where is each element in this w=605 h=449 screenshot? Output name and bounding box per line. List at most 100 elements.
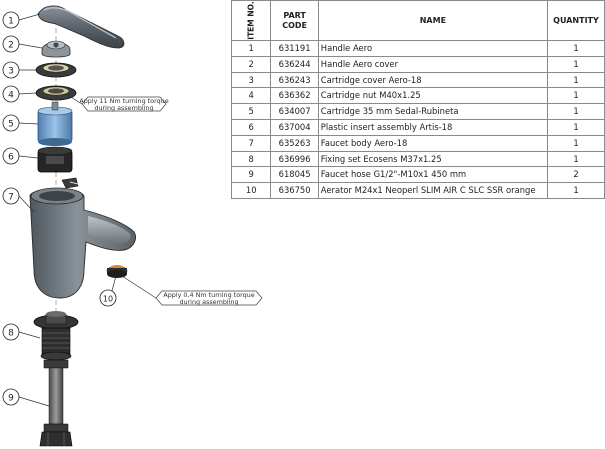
table-row: 7 635263 Faucet body Aero-18 1 — [230, 134, 605, 152]
cell-item: 4 — [230, 87, 272, 105]
balloon-2: 2 — [2, 35, 20, 53]
part-handle-cover — [41, 40, 71, 58]
header-part-code: PART CODE — [270, 0, 319, 41]
parts-table-body: 1 631191 Handle Aero 1 2 636244 Handle A… — [230, 40, 605, 199]
cell-item: 7 — [230, 134, 272, 152]
torque-callout-04nm-line1: Apply 0,4 Nm turning torque — [163, 291, 254, 299]
part-faucet-body — [29, 187, 136, 299]
balloon-1-label: 1 — [8, 17, 14, 27]
balloon-4-label: 4 — [8, 91, 14, 101]
header-part-code-line2: CODE — [282, 20, 307, 30]
cell-code: 636243 — [270, 71, 319, 89]
cell-name: Faucet body Aero-18 — [317, 134, 548, 152]
part-handle — [37, 5, 125, 49]
cell-item: 2 — [230, 55, 272, 73]
cell-name: Plastic insert assembly Artis-18 — [317, 118, 548, 136]
part-cartridge-cover — [35, 62, 77, 78]
header-item-no: ITEM NO. — [230, 0, 272, 41]
cell-qty: 1 — [546, 118, 605, 136]
header-part-code-line1: PART — [283, 10, 306, 20]
cell-code: 636996 — [270, 150, 319, 168]
cell-name: Faucet hose G1/2"-M10x1 450 mm — [317, 166, 548, 184]
cell-qty: 1 — [546, 87, 605, 105]
header-name: NAME — [317, 0, 548, 41]
balloon-6: 6 — [2, 147, 20, 165]
balloon-9: 9 — [2, 388, 20, 406]
cell-name: Aerator M24x1 Neoperl SLIM AIR C SLC SSR… — [317, 182, 548, 199]
torque-callout-11nm-line2: during assembling — [94, 104, 153, 112]
parts-table: ITEM NO. PART CODE NAME QUANTITY 1 63119… — [230, 0, 605, 199]
cell-qty: 1 — [546, 71, 605, 89]
cell-item: 1 — [230, 40, 272, 57]
balloon-4: 4 — [2, 85, 20, 103]
cell-code: 635263 — [270, 134, 319, 152]
part-aerator — [106, 265, 128, 278]
cell-name: Handle Aero cover — [317, 55, 548, 73]
table-row: 6 637004 Plastic insert assembly Artis-1… — [230, 118, 605, 136]
balloons: 1 2 3 4 5 6 7 — [2, 11, 117, 406]
balloon-8-label: 8 — [8, 329, 14, 339]
cell-qty: 1 — [546, 55, 605, 73]
table-row: 3 636243 Cartridge cover Aero-18 1 — [230, 71, 605, 89]
torque-callout-04nm: Apply 0,4 Nm turning torque during assem… — [155, 290, 263, 306]
balloon-7-label: 7 — [8, 193, 14, 203]
table-row: 2 636244 Handle Aero cover 1 — [230, 55, 605, 73]
balloon-10: 10 — [99, 289, 117, 307]
balloon-6-label: 6 — [8, 153, 14, 163]
part-faucet-hose — [39, 359, 73, 447]
torque-callout-11nm: Apply 11 Nm turning torque during assemb… — [79, 96, 169, 112]
cell-item: 3 — [230, 71, 272, 89]
cell-code: 631191 — [270, 40, 319, 57]
balloon-8: 8 — [2, 323, 20, 341]
parts-table-header: ITEM NO. PART CODE NAME QUANTITY — [230, 0, 605, 41]
cell-item: 10 — [230, 182, 272, 199]
cell-qty: 1 — [546, 40, 605, 57]
cell-qty: 1 — [546, 103, 605, 120]
balloon-7: 7 — [2, 187, 20, 205]
balloon-5: 5 — [2, 114, 20, 132]
cell-code: 634007 — [270, 103, 319, 120]
table-row: 5 634007 Cartridge 35 mm Sedal-Rubineta … — [230, 103, 605, 120]
table-row: 4 636362 Cartridge nut M40x1.25 1 — [230, 87, 605, 105]
cell-code: 636362 — [270, 87, 319, 105]
cell-item: 8 — [230, 150, 272, 168]
header-quantity: QUANTITY — [546, 0, 605, 41]
balloon-2-label: 2 — [8, 41, 14, 51]
cell-name: Cartridge nut M40x1.25 — [317, 87, 548, 105]
balloon-3-label: 3 — [8, 67, 14, 77]
balloon-5-label: 5 — [8, 120, 14, 130]
cell-name: Cartridge cover Aero-18 — [317, 71, 548, 89]
table-row: 8 636996 Fixing set Ecosens M37x1.25 1 — [230, 150, 605, 168]
leader-lines — [18, 13, 157, 407]
torque-callout-11nm-line1: Apply 11 Nm turning torque — [79, 97, 168, 105]
cell-qty: 1 — [546, 182, 605, 199]
part-fixing-set — [33, 311, 79, 361]
cell-item: 6 — [230, 118, 272, 136]
cell-item: 5 — [230, 103, 272, 120]
cell-qty: 1 — [546, 134, 605, 152]
cell-name: Handle Aero — [317, 40, 548, 57]
cell-qty: 2 — [546, 166, 605, 184]
torque-callout-04nm-line2: during assembling — [179, 298, 238, 306]
cell-code: 636750 — [270, 182, 319, 199]
table-row: 10 636750 Aerator M24x1 Neoperl SLIM AIR… — [230, 182, 605, 199]
balloon-10-label: 10 — [103, 295, 113, 304]
balloon-3: 3 — [2, 61, 20, 79]
cell-code: 636244 — [270, 55, 319, 73]
balloon-9-label: 9 — [8, 394, 14, 404]
part-plastic-insert — [37, 146, 79, 189]
balloon-1: 1 — [2, 11, 20, 29]
cell-name: Cartridge 35 mm Sedal-Rubineta — [317, 103, 548, 120]
part-cartridge — [37, 101, 73, 146]
cell-item: 9 — [230, 166, 272, 184]
table-row: 9 618045 Faucet hose G1/2"-M10x1 450 mm … — [230, 166, 605, 184]
cell-qty: 1 — [546, 150, 605, 168]
cell-code: 618045 — [270, 166, 319, 184]
table-row: 1 631191 Handle Aero 1 — [230, 40, 605, 57]
header-item-no-label: ITEM NO. — [246, 1, 256, 40]
part-cartridge-nut — [35, 85, 77, 101]
cell-code: 637004 — [270, 118, 319, 136]
cell-name: Fixing set Ecosens M37x1.25 — [317, 150, 548, 168]
